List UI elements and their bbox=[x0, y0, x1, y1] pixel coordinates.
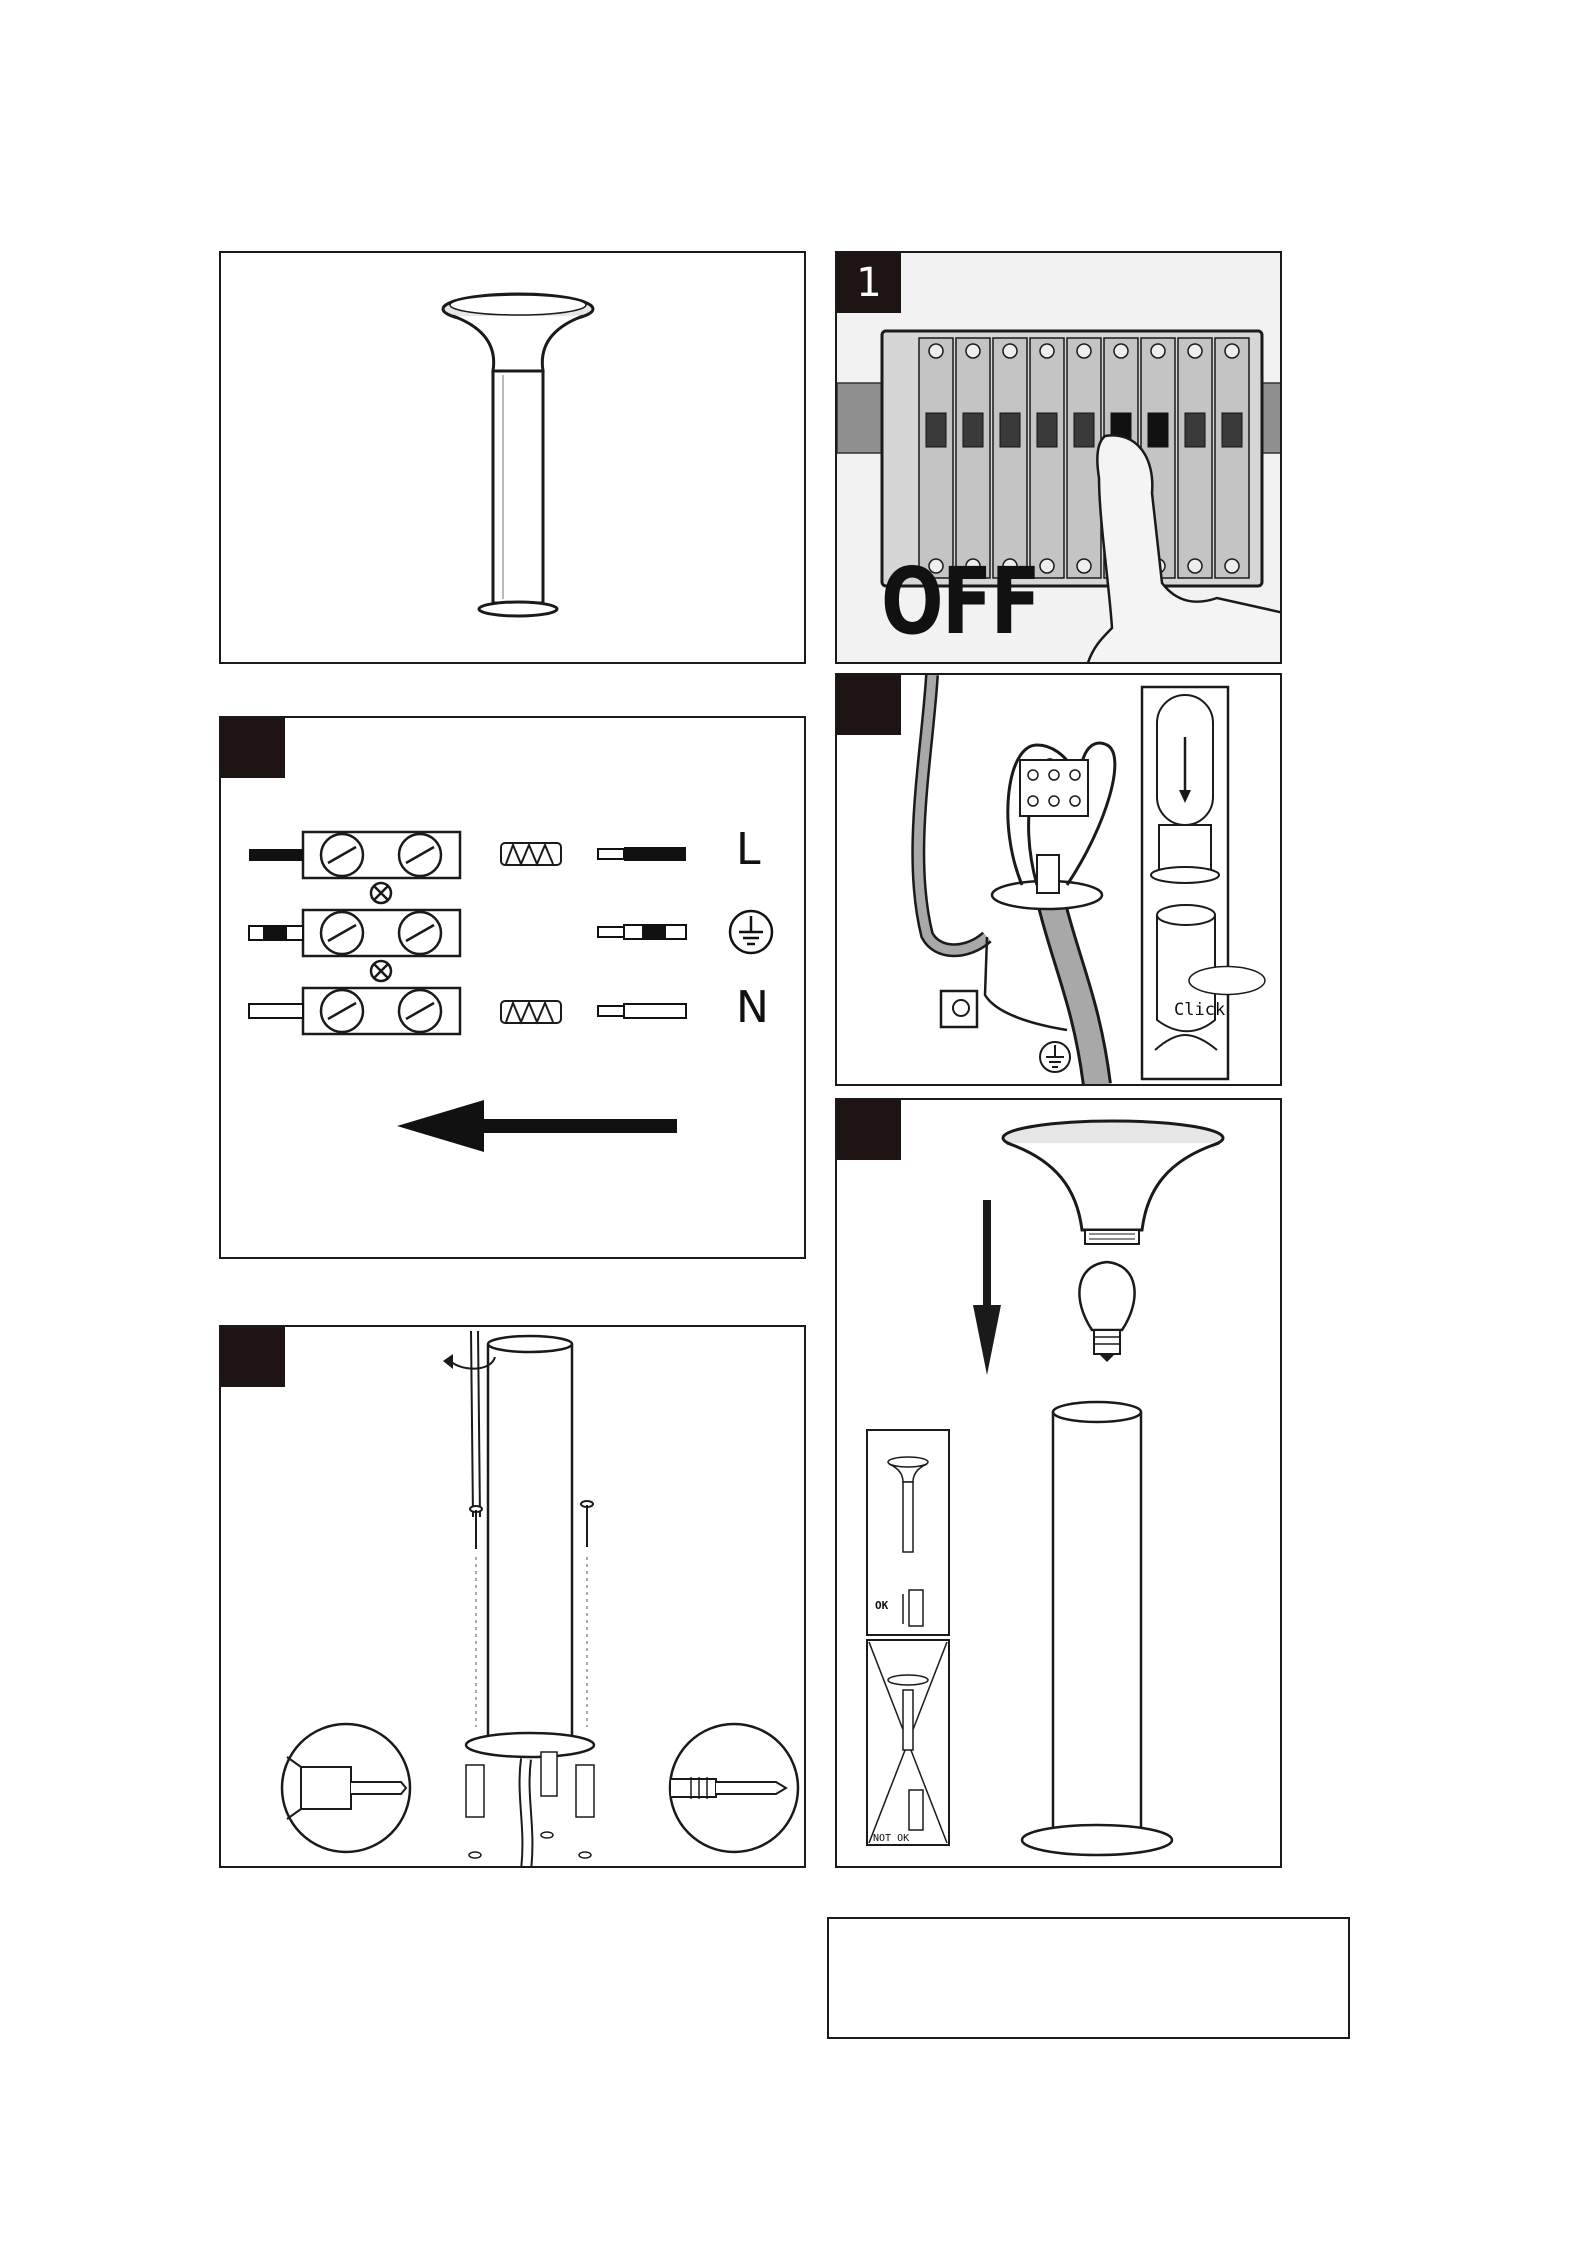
bollard-lamp-illustration bbox=[221, 253, 806, 664]
panel-bulb-install: OK NOT OK bbox=[835, 1098, 1282, 1868]
step-badge-blank bbox=[221, 718, 285, 778]
label-live: L bbox=[736, 824, 761, 875]
not-ok-label: NOT OK bbox=[873, 1833, 909, 1844]
cable-connection-illustration bbox=[837, 675, 1282, 1086]
panel-mounting bbox=[219, 1325, 806, 1868]
step-number-badge: 1 bbox=[837, 253, 901, 313]
bulb-install-illustration bbox=[837, 1100, 1282, 1868]
panel-cable-connection: Click bbox=[835, 673, 1282, 1086]
panel-product-overview bbox=[219, 251, 806, 664]
label-neutral: N bbox=[736, 982, 769, 1033]
panel-step-1-breaker: 1 OFF bbox=[835, 251, 1282, 664]
step-badge-blank bbox=[837, 675, 901, 735]
earth-ground-icon bbox=[1040, 1042, 1070, 1072]
empty-note-box bbox=[827, 1917, 1350, 2039]
terminal-block-illustration bbox=[221, 718, 806, 1259]
earth-ground-icon bbox=[730, 911, 772, 953]
step-badge-blank bbox=[221, 1327, 285, 1387]
click-note: Click bbox=[1174, 1000, 1225, 1020]
panel-wiring: L N bbox=[219, 716, 806, 1259]
off-caption: OFF bbox=[881, 548, 1039, 655]
mounting-illustration bbox=[221, 1327, 806, 1868]
ok-label: OK bbox=[875, 1599, 888, 1612]
step-badge-blank bbox=[837, 1100, 901, 1160]
